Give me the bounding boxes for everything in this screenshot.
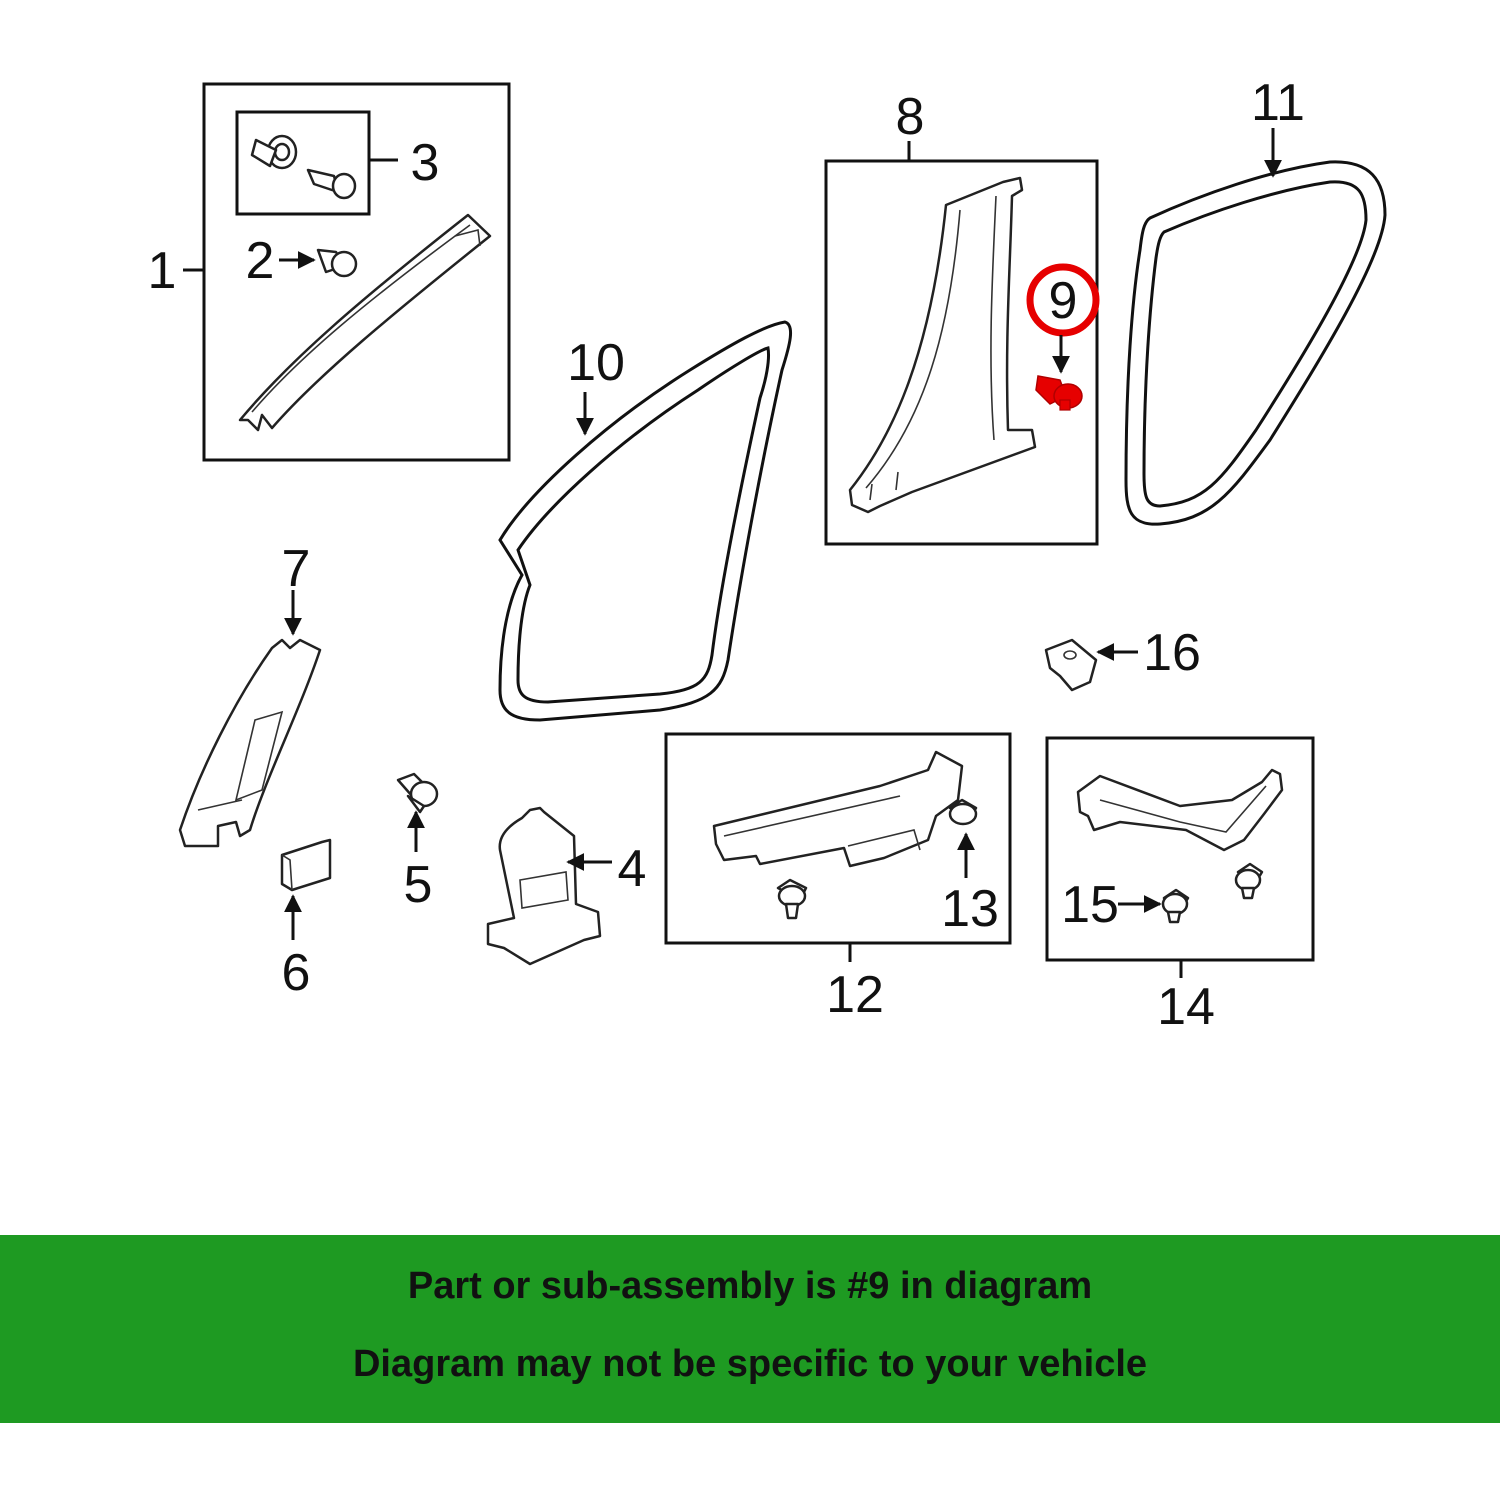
kick-panel-part-4 (486, 806, 612, 966)
banner-line-disclaimer: Diagram may not be specific to your vehi… (352, 1343, 1148, 1385)
clip-part-14a (1234, 862, 1264, 900)
callout-number-2: 2 (246, 232, 275, 290)
callout-number-8: 8 (896, 88, 925, 146)
callout-number-9: 9 (1049, 272, 1078, 330)
callout-number-14: 14 (1157, 978, 1215, 1036)
banner-line-part-number: Part or sub-assembly is #9 in diagram (407, 1265, 1093, 1307)
grommet-part-3 (250, 134, 298, 170)
clip-part-5 (396, 772, 439, 852)
callout-number-12: 12 (826, 966, 884, 1024)
info-banner: Part or sub-assembly is #9 in diagram Di… (0, 1235, 1500, 1423)
bolt-part-3 (306, 168, 357, 200)
callout-number-15: 15 (1061, 876, 1119, 934)
weatherstrip-part-10 (498, 320, 793, 722)
callout-number-10: 10 (567, 334, 625, 392)
callout-number-5: 5 (404, 856, 433, 914)
assembly-1 (183, 82, 511, 462)
callout-number-4: 4 (618, 840, 647, 898)
weatherstrip-part-11 (1124, 128, 1387, 526)
callout-number-7: 7 (282, 540, 311, 598)
assembly-8 (824, 141, 1100, 546)
highlighted-clip-part-9 (1026, 263, 1100, 411)
assembly-3-box (235, 110, 371, 216)
assembly-12 (664, 732, 1012, 962)
b-pillar-trim-part-8 (848, 176, 1037, 514)
assembly-1-box (202, 82, 511, 462)
assembly-12-box (664, 732, 1012, 945)
assembly-14 (1045, 736, 1315, 978)
clip-part-16 (1044, 638, 1138, 692)
clip-part-2 (316, 248, 358, 278)
callout-number-3: 3 (411, 134, 440, 192)
assembly-8-box (824, 159, 1099, 546)
pillar-garnish-part-1 (238, 213, 492, 432)
callout-number-6: 6 (282, 944, 311, 1002)
callout-number-1: 1 (148, 242, 177, 300)
clip-part-13 (948, 798, 978, 826)
clip-part-12a (776, 878, 808, 920)
clip-part-15 (1161, 888, 1190, 924)
callout-number-13: 13 (941, 880, 999, 938)
callout-number-16: 16 (1143, 624, 1201, 682)
pillar-trim-part-7 (178, 590, 322, 848)
clip-part-6 (280, 838, 332, 940)
callout-number-11: 11 (1251, 74, 1305, 132)
highlight-circle (1026, 263, 1100, 337)
